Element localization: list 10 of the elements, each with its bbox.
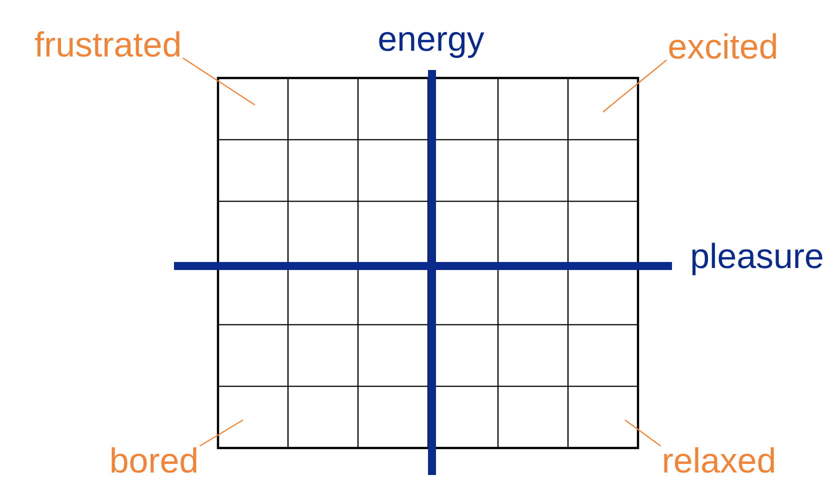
mood-label: excited [669, 33, 776, 59]
axis-label: pleasure [692, 242, 822, 276]
leader-line [602, 60, 667, 112]
mood-label: bored [112, 447, 196, 473]
leader-line [624, 420, 661, 446]
mood-label: frustrated [34, 31, 180, 57]
leader-line [199, 419, 244, 446]
axis-label: energy [379, 32, 484, 58]
mood-label: relaxed [664, 447, 774, 473]
leader-line [182, 58, 256, 106]
